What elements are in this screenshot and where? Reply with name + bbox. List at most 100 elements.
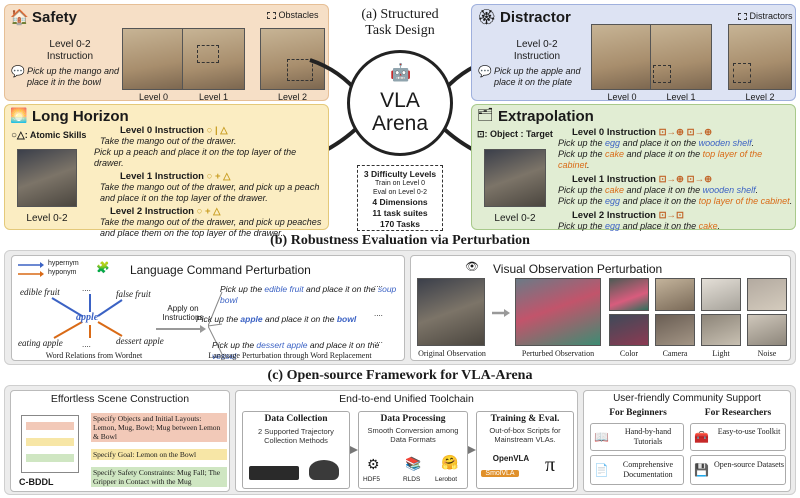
distractor-level-2-image xyxy=(728,24,792,90)
data-processing-box: Data Processing Smooth Conversion among … xyxy=(358,411,468,489)
word-eating-apple: eating apple xyxy=(18,338,63,348)
noise-perturbation-image-2 xyxy=(747,314,787,346)
robot-icon: 🤖 xyxy=(390,63,412,82)
data-collection-text: 2 Supported Trajectory Collection Method… xyxy=(258,427,334,445)
training-eval-box: Training & Eval. Out-of-box Scripts for … xyxy=(476,411,574,489)
datasets-icon: 💾 xyxy=(694,463,709,477)
lh-level-1-line-2: and place it on the top layer of the dra… xyxy=(100,193,268,203)
lh-level-1-line-1: Take the mango out of the drawer, and pi… xyxy=(100,182,320,192)
format-hdf5: HDF5 xyxy=(363,476,380,483)
pi-badge: π xyxy=(545,454,556,476)
word-apple: apple xyxy=(76,312,99,323)
safety-instruction: Pick up the mango and place it in the bo… xyxy=(27,66,120,87)
distractor-icon: 🏵 xyxy=(477,9,497,26)
distractors-legend: Distractors xyxy=(738,11,793,21)
data-processing-text: Smooth Conversion among Data Formats xyxy=(367,426,459,444)
documentation-item[interactable]: 📄 Comprehensive Documentation xyxy=(590,455,684,485)
toolkit-icon: 🧰 xyxy=(694,430,709,444)
light-perturbation-image-2 xyxy=(701,314,741,346)
word-false-fruit: false fruit xyxy=(116,289,151,299)
color-perturbation-image-2 xyxy=(609,314,649,346)
data-collection-title: Data Collection xyxy=(264,414,328,424)
hyponym-arrow-icon xyxy=(18,271,44,277)
lh-level-2-head: Level 2 Instruction xyxy=(110,206,194,217)
spec-goal: Specify Goal: Lemon on the Bowl xyxy=(91,449,227,460)
distractor-level-1-caption: Level 1 xyxy=(666,92,696,102)
distractor-level-range: Level 0-2 xyxy=(516,39,558,50)
stat-difficulty: 3 Difficulty Levels xyxy=(363,169,437,179)
long-horizon-image xyxy=(17,149,77,207)
scene-construction-title: Effortless Scene Construction xyxy=(50,393,190,405)
ex-level-1-arrow-icon: ⊡→⊕ ⊡→⊕ xyxy=(658,174,713,185)
apply-instructions-label: Apply on Instructions xyxy=(162,304,204,322)
safety-level-2-image xyxy=(260,28,325,90)
word-graph xyxy=(51,294,123,339)
camera-perturbation-image xyxy=(655,278,695,311)
noise-perturbation-image xyxy=(747,278,787,311)
hyponym-label: hyponym xyxy=(48,269,77,276)
distractor-instruction: Pick up the apple and place it on the pl… xyxy=(494,66,581,87)
safety-level-range: Level 0-2 xyxy=(49,39,91,50)
circle-triangle-icon: ○△ xyxy=(11,130,25,141)
original-observation-image xyxy=(417,278,485,346)
speech-bubble-icon: 💬 xyxy=(11,66,25,78)
robustness-panel: hypernym hyponym 🧩 Language Command Pert… xyxy=(4,250,796,365)
caption-word-relations: Word Relations from Wordnet xyxy=(45,351,143,360)
tutorials-label: Hand-by-hand Tutorials xyxy=(624,427,672,446)
caption-noise: Noise xyxy=(757,349,777,358)
color-perturbation-image xyxy=(609,278,649,311)
toolkit-item[interactable]: 🧰 Easy-to-use Toolkit xyxy=(690,423,786,451)
stat-suites: 11 task suites xyxy=(372,208,428,218)
vla-arena-logo: 🤖 VLA Arena xyxy=(347,50,453,156)
ex-level-2-arrow-icon: ⊡→⊡ xyxy=(658,210,684,221)
word-dessert-apple: dessert apple xyxy=(116,336,164,346)
spec-objects: Specify Objects and Initial Layouts: Lem… xyxy=(91,413,227,442)
distractor-title: Distractor xyxy=(500,9,571,26)
framework-panel: Effortless Scene Construction C-BDDL Spe… xyxy=(4,385,796,495)
caption-perturbed: Perturbed Observation xyxy=(521,349,595,358)
distractor-level-0-caption: Level 0 xyxy=(607,92,637,102)
ex-level-0-head: Level 0 Instruction xyxy=(572,127,656,138)
section-a-heading: (a) Structured Task Design xyxy=(361,7,439,38)
distractor-level-2-caption: Level 2 xyxy=(745,92,775,102)
extrapolation-image-caption: Level 0-2 xyxy=(494,213,536,224)
apply-arrow-icon xyxy=(156,325,206,333)
perturbed-sentence-2: Pick up the apple and place it on the bo… xyxy=(196,314,357,324)
stat-eval: Eval on Level 0-2 xyxy=(372,189,428,196)
safety-title: Safety xyxy=(32,9,78,26)
format-lerobot: Lerobot xyxy=(435,476,458,483)
distractor-level-1-image xyxy=(650,24,712,90)
lh-level-0-line-2: Pick up a peach and place it on the top … xyxy=(94,147,297,168)
datasets-item[interactable]: 💾 Open-source Datasets xyxy=(690,455,786,485)
datasets-label: Open-source Datasets xyxy=(714,460,784,469)
long-horizon-title: Long Horizon xyxy=(32,108,129,125)
toolchain-title: End-to-end Unified Toolchain xyxy=(339,393,474,405)
atomic-skills-legend: ○△: Atomic Skills xyxy=(11,130,87,141)
obstacles-legend: Obstacles xyxy=(267,10,319,20)
tutorial-icon: 📖 xyxy=(594,430,609,444)
word-edible-fruit: edible fruit xyxy=(20,287,60,297)
caption-light: Light xyxy=(712,349,730,358)
lh-level-2-line-1: Take the mango out of the drawer, and pi… xyxy=(100,217,322,227)
section-b-heading: (b) Robustness Evaluation via Perturbati… xyxy=(270,233,530,248)
ex-level-1-line-2: Pick up the egg and place it on the top … xyxy=(558,196,793,206)
caption-color: Color xyxy=(619,349,639,358)
stat-train: Train on Level 0 xyxy=(375,180,425,187)
branch-lines xyxy=(208,291,223,354)
safety-instruction-label: Instruction xyxy=(46,51,94,62)
horizon-icon: 🌅 xyxy=(10,107,28,123)
safety-level-1-image xyxy=(182,28,245,90)
perturbed-sentence-3: Pick up the dessert apple and place it o… xyxy=(212,340,380,361)
safety-level-1-caption: Level 1 xyxy=(198,92,229,102)
logo-text: VLA Arena xyxy=(371,89,429,135)
extrapolation-image xyxy=(484,149,546,207)
hierarchy-icon: 🗂 xyxy=(477,107,494,122)
spacemouse-icon xyxy=(309,460,339,480)
documentation-icon: 📄 xyxy=(594,463,609,477)
data-processing-title: Data Processing xyxy=(380,414,446,424)
bddl-label: C-BDDL xyxy=(19,477,54,487)
rlds-icon: 📚 xyxy=(405,456,422,471)
tutorials-item[interactable]: 📖 Hand-by-hand Tutorials xyxy=(590,423,684,451)
toolchain-arrow-2 xyxy=(468,446,476,454)
training-eval-title: Training & Eval. xyxy=(490,414,560,424)
